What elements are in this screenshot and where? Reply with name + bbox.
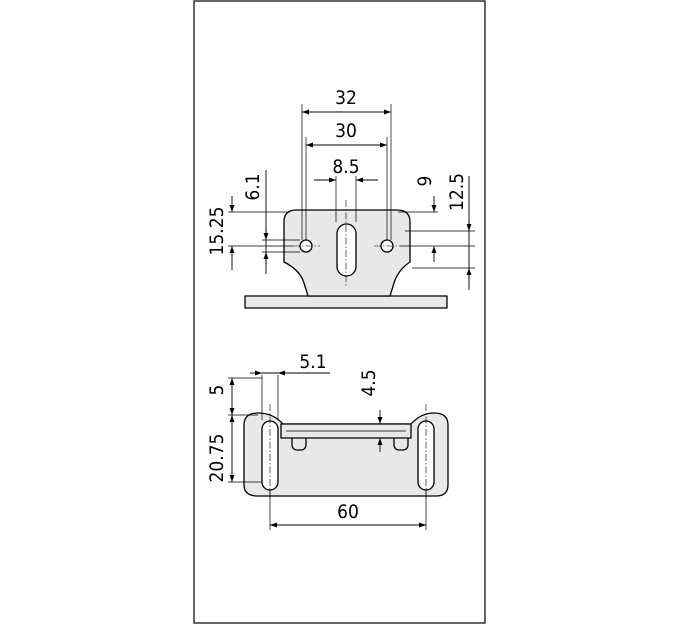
dim-label-9: 9 (414, 176, 436, 187)
center-slot (336, 223, 357, 277)
top-view: 32 30 8.5 9 12.5 6.1 15.25 (206, 87, 475, 309)
dim-label-20-75: 20.75 (206, 434, 228, 483)
dim-label-4-5: 4.5 (358, 369, 380, 396)
dim-label-32: 32 (335, 87, 357, 109)
dim-label-12-5: 12.5 (446, 173, 468, 211)
dim-label-30: 30 (335, 120, 357, 142)
drawing-frame (193, 0, 486, 624)
dim-label-15-25: 15.25 (206, 207, 228, 256)
dim-label-8-5: 8.5 (332, 156, 359, 178)
base-plate (244, 295, 448, 309)
dim-label-60: 60 (337, 501, 359, 523)
dim-label-6-1: 6.1 (242, 173, 264, 200)
bottom-view: 5.1 4.5 5 20.75 60 (206, 351, 449, 530)
dim-label-5-1: 5.1 (299, 351, 326, 373)
dim-label-5: 5 (206, 385, 228, 396)
